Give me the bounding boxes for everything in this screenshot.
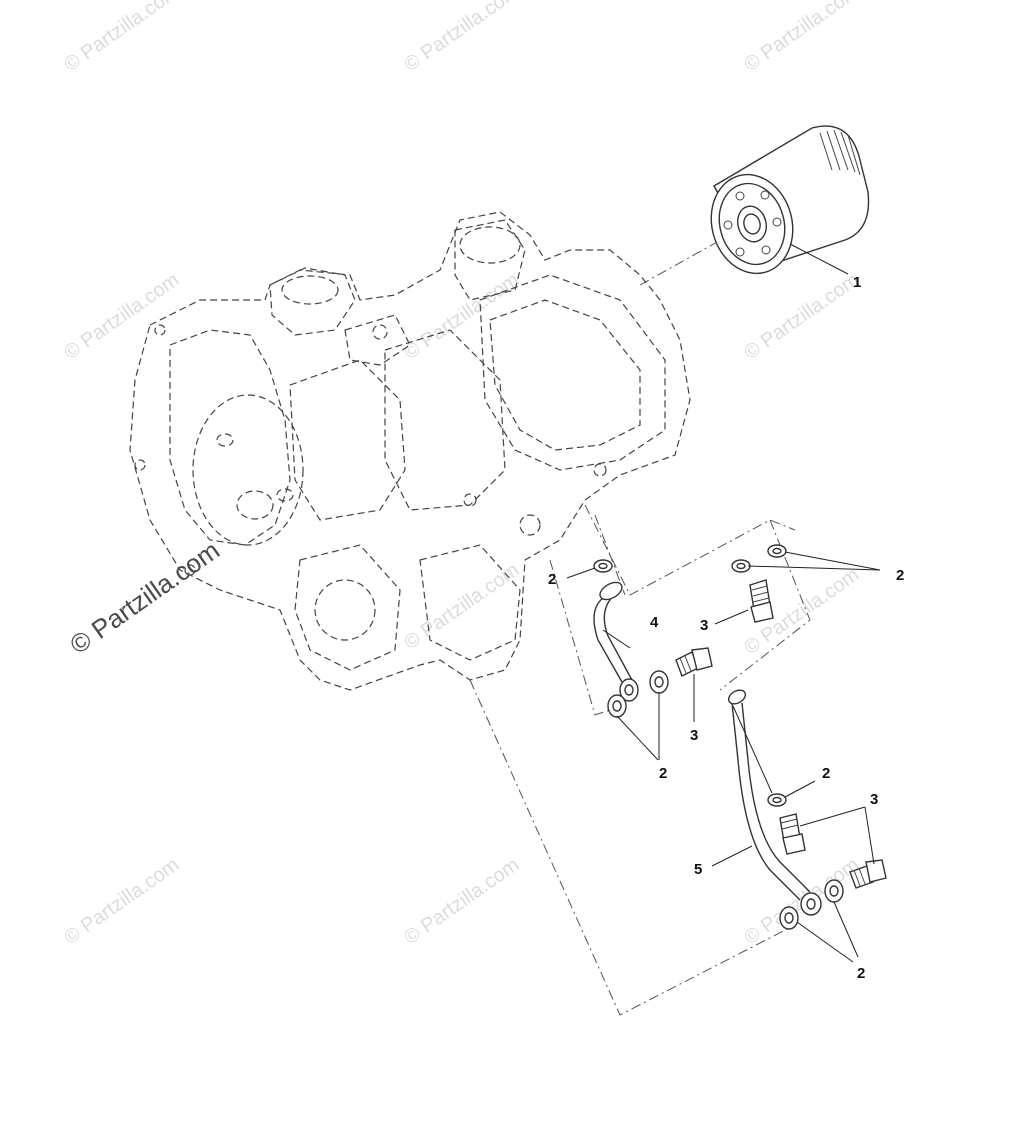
leader-lines bbox=[566, 243, 881, 963]
callout-2: 2 bbox=[896, 567, 904, 584]
washer bbox=[779, 906, 799, 930]
banjo-bolt bbox=[749, 579, 774, 623]
callout-3: 3 bbox=[700, 617, 708, 634]
banjo-bolt bbox=[779, 813, 806, 855]
callout-2: 2 bbox=[659, 765, 667, 782]
washer bbox=[767, 793, 787, 807]
banjo-bolt bbox=[675, 647, 713, 677]
washers bbox=[593, 544, 844, 930]
watermark-text: © Partzilla.com bbox=[60, 854, 183, 949]
washer bbox=[767, 544, 787, 558]
washer bbox=[731, 559, 751, 573]
watermark-text: © Partzilla.com bbox=[60, 0, 183, 76]
callout-3: 3 bbox=[870, 791, 878, 808]
callout-5: 5 bbox=[694, 861, 702, 878]
watermark-text: © Partzilla.com bbox=[60, 269, 183, 364]
callout-4: 4 bbox=[650, 614, 659, 631]
callouts: 1 2 2 3 4 3 2 2 3 5 2 bbox=[548, 274, 904, 982]
oil-filter bbox=[710, 125, 870, 275]
watermark-text: © Partzilla.com bbox=[400, 0, 523, 76]
callout-1: 1 bbox=[853, 274, 861, 291]
oil-line-upper bbox=[593, 581, 639, 702]
washer bbox=[824, 879, 844, 903]
banjo-bolts bbox=[675, 579, 887, 889]
callout-2: 2 bbox=[822, 765, 830, 782]
watermark-text: © Partzilla.com bbox=[740, 269, 863, 364]
watermark-text: © Partzilla.com bbox=[740, 0, 863, 76]
watermark-text: © Partzilla.com bbox=[400, 269, 523, 364]
callout-2: 2 bbox=[857, 965, 865, 982]
watermark-text: © Partzilla.com bbox=[400, 854, 523, 949]
callout-3: 3 bbox=[690, 727, 698, 744]
banjo-bolt bbox=[849, 859, 887, 889]
washer bbox=[649, 670, 669, 694]
washer bbox=[607, 694, 627, 718]
oil-line-lower bbox=[727, 689, 822, 916]
engine-block bbox=[129, 211, 691, 691]
washer bbox=[593, 559, 613, 573]
watermarks: © Partzilla.com © Partzilla.com © Partzi… bbox=[60, 0, 863, 949]
watermark-large-text: © Partzilla.com bbox=[64, 535, 225, 660]
callout-2: 2 bbox=[548, 571, 556, 588]
